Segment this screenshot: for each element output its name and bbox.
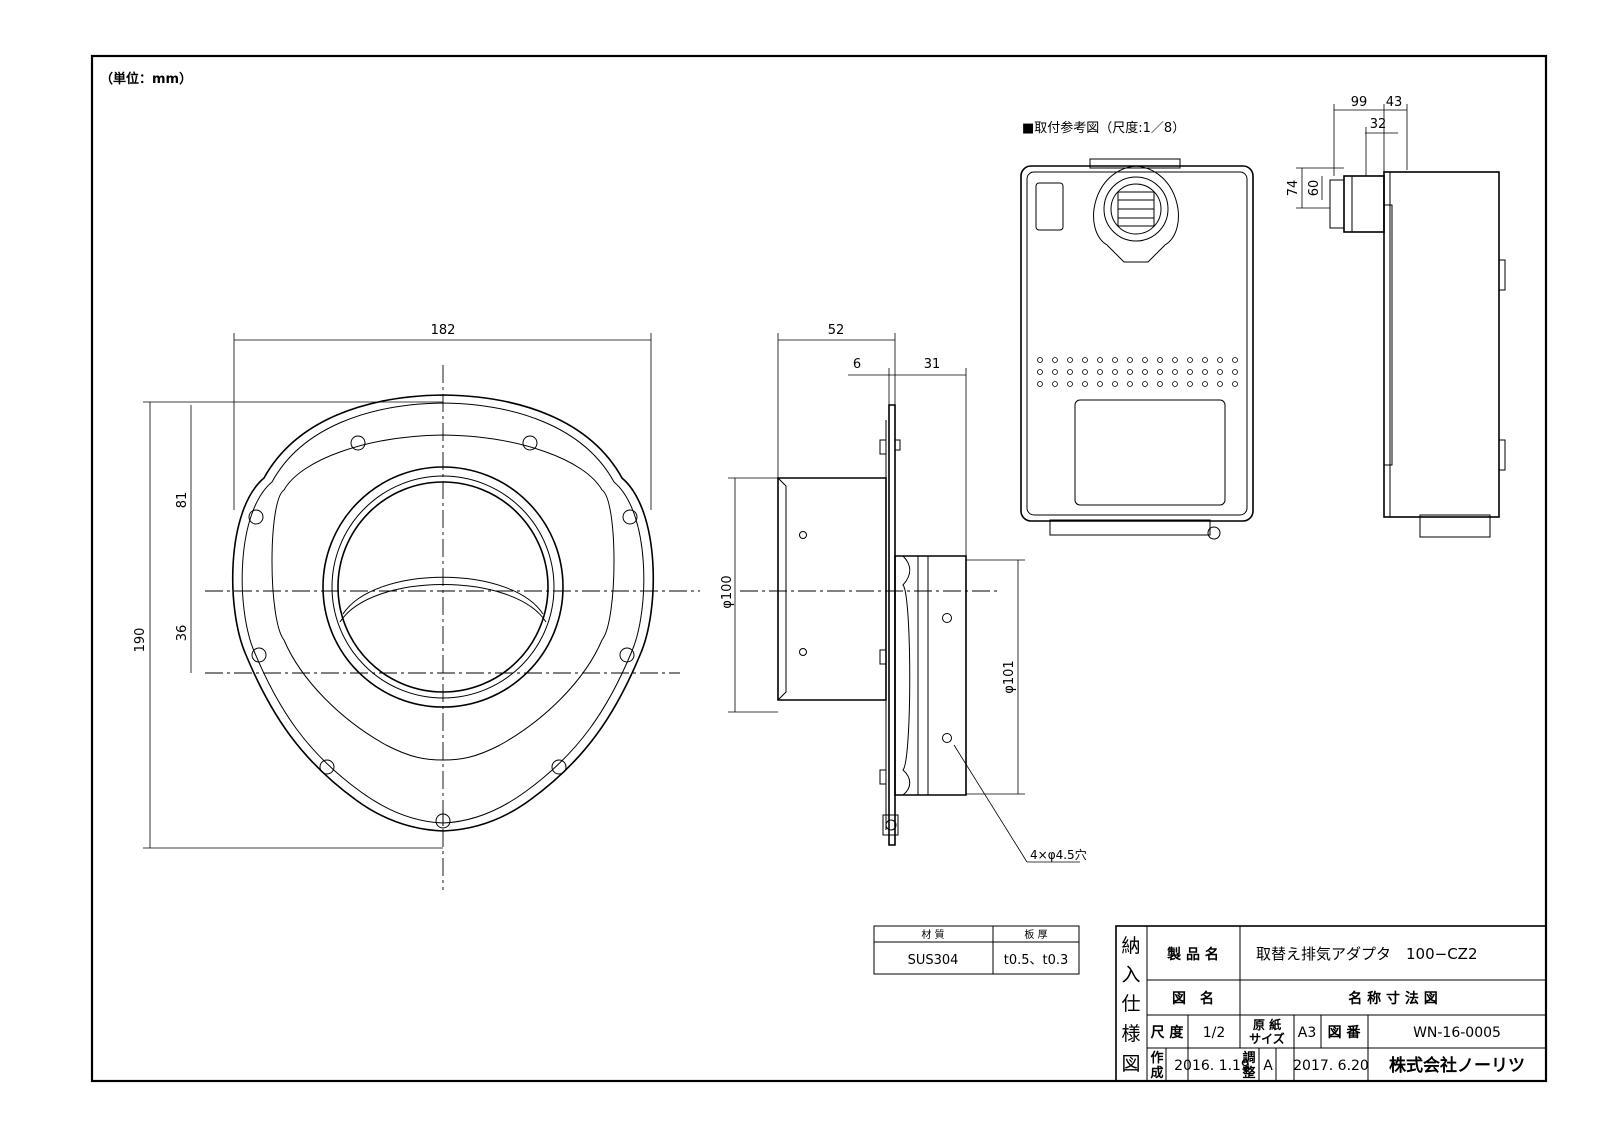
- drawing-name: 名 称 寸 法 図: [1348, 990, 1438, 1007]
- ref-dim-60: 60: [1307, 180, 1322, 197]
- thickness-value: t0.5、t0.3: [1004, 953, 1069, 968]
- right-tube-diameter: φ101: [1002, 660, 1017, 693]
- side-label-2: 入: [1121, 964, 1140, 986]
- ref-dim-43: 43: [1386, 95, 1403, 110]
- unit-note: （単位：mm）: [100, 71, 192, 87]
- paper-label-top: 原 紙: [1253, 1017, 1281, 1032]
- side-label-1: 納: [1121, 935, 1140, 957]
- front-width-dim: 182: [431, 323, 456, 338]
- revised-label-bottom: 整: [1241, 1065, 1256, 1081]
- created-label-bottom: 成: [1150, 1065, 1163, 1081]
- scale-value: 1/2: [1203, 1025, 1226, 1041]
- front-view: 182 190 81 36: [133, 323, 700, 890]
- drawing-label: 図 名: [1172, 990, 1214, 1007]
- side-label-5: 図: [1121, 1053, 1140, 1075]
- scale-label: 尺 度: [1151, 1024, 1185, 1041]
- reference-title: ■取付参考図（尺度:1／8）: [1022, 120, 1185, 136]
- thickness-header: 板 厚: [1024, 928, 1047, 941]
- material-header: 材 質: [921, 928, 944, 941]
- material-table: 材 質 板 厚 SUS304 t0.5、t0.3: [873, 925, 1080, 975]
- reference-view: ■取付参考図（尺度:1／8）: [1020, 95, 1506, 540]
- material-value: SUS304: [908, 953, 959, 968]
- drawing-border: [90, 54, 1548, 1083]
- side-label-3: 仕: [1121, 993, 1140, 1015]
- side-label-4: 様: [1121, 1023, 1140, 1045]
- revision-mark: A: [1263, 1058, 1273, 1074]
- product-label: 製 品 名: [1166, 946, 1219, 963]
- paper-label-bottom: サイズ: [1249, 1031, 1285, 1046]
- product-name: 取替え排気アダプタ 100−CZ2: [1256, 945, 1478, 963]
- hole-callout: 4×φ4.5穴: [1030, 847, 1087, 862]
- ref-dim-32: 32: [1370, 117, 1387, 132]
- created-label-top: 作: [1150, 1050, 1163, 1066]
- ref-dim-74: 74: [1286, 180, 1301, 197]
- side-view: 52 6 31 φ100 φ101 4×φ4.5穴: [720, 323, 1087, 863]
- revised-label-top: 調: [1242, 1050, 1255, 1066]
- front-lower-dim: 36: [175, 625, 190, 642]
- front-upper-dim: 81: [175, 492, 190, 509]
- paper-size: A3: [1298, 1025, 1316, 1041]
- drawing-number: WN-16-0005: [1413, 1025, 1501, 1041]
- left-tube-diameter: φ100: [720, 575, 735, 608]
- title-block: 納 入 仕 様 図 製 品 名 取替え排気アダプタ 100−CZ2 図 名 名 …: [1115, 925, 1547, 1082]
- side-length-dim: 52: [828, 323, 845, 338]
- created-date: 2016. 1.19: [1174, 1058, 1250, 1074]
- company-logo: 株式会社ノーリツ: [1389, 1055, 1525, 1076]
- vent-grid: [1037, 357, 1238, 387]
- side-tube-dim: 31: [924, 357, 941, 372]
- front-height-dim: 190: [133, 628, 148, 653]
- revised-date: 2017. 6.20: [1293, 1058, 1369, 1074]
- side-plate-dim: 6: [853, 357, 861, 372]
- ref-dim-99: 99: [1351, 95, 1368, 110]
- number-label: 図 番: [1328, 1024, 1362, 1041]
